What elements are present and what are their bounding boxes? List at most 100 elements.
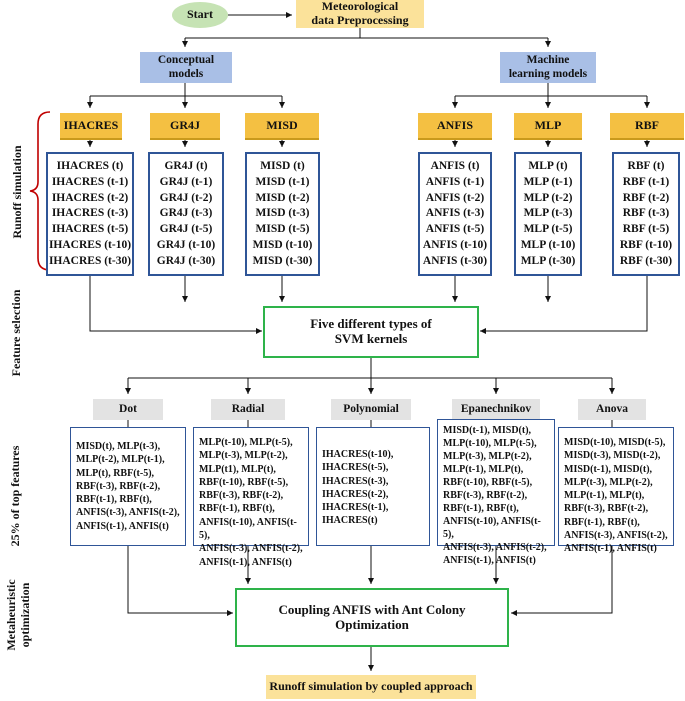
list-item: GR4J (t-2) [159, 191, 213, 204]
lag-list-ihacres: IHACRES (t) IHACRES (t-1) IHACRES (t-2) … [46, 152, 134, 276]
kernel-label-dot: Dot [93, 399, 163, 420]
features-polynomial: IHACRES(t-10), IHACRES(t-5), IHACRES(t-3… [316, 427, 430, 546]
feature-line: MLP(t-3), MLP(t-2), [564, 476, 653, 488]
feature-line: RBF(t-1), RBF(t), [443, 503, 519, 514]
lag-list-anfis: ANFIS (t) ANFIS (t-1) ANFIS (t-2) ANFIS … [418, 152, 492, 276]
kernel-label-polynomial: Polynomial [331, 399, 411, 420]
lag-list-gr4j: GR4J (t) GR4J (t-1) GR4J (t-2) GR4J (t-3… [148, 152, 224, 276]
list-item: IHACRES (t) [56, 160, 124, 172]
list-item: ANFIS (t-1) [425, 175, 485, 188]
list-item: GR4J (t-3) [159, 207, 213, 220]
list-item: IHACRES (t-1) [51, 175, 129, 188]
feature-line: MLP(t-3), MLP(t-2), [199, 450, 288, 462]
features-radial: MLP(t-10), MLP(t-5), MLP(t-3), MLP(t-2),… [193, 427, 309, 568]
feature-line: MISD(t-10), MISD(t-5), [564, 437, 666, 448]
final-runoff-node: Runoff simulation by coupled approach [266, 675, 476, 699]
feature-line: ANFIS(t-3), ANFIS(t-2), [443, 542, 547, 553]
feature-line: RBF(t-3), RBF(t-2), [443, 490, 528, 501]
feature-selection-label: Feature selection [9, 289, 23, 377]
list-item: MISD (t-1) [255, 175, 310, 188]
list-item: ANFIS (t-30) [422, 254, 488, 267]
feature-line: MLP(t-2), MLP(t-1), [76, 454, 165, 466]
list-item: RBF (t-3) [622, 207, 670, 220]
top-features-label: 25% of top features [8, 445, 22, 547]
feature-line: MLP(t-10), MLP(t-5), [199, 437, 293, 448]
feature-line: RBF(t-1), RBF(t), [199, 503, 275, 515]
model-header-rbf: RBF [610, 113, 684, 140]
feature-lines: MLP(t-10), MLP(t-5), MLP(t-3), MLP(t-2),… [199, 436, 303, 569]
feature-line: MLP(t), RBF(t-5), [76, 467, 155, 479]
svm-kernels-node: Five different types of SVM kernels [263, 306, 479, 358]
list-item: RBF (t-2) [622, 191, 670, 204]
list-item: IHACRES (t-3) [51, 207, 129, 220]
feature-line: RBF(t-1), RBF(t), [564, 516, 640, 528]
kernel-label-epanechnikov: Epanechnikov [452, 399, 540, 420]
feature-lines: MISD(t), MLP(t-3), MLP(t-2), MLP(t-1), M… [76, 440, 180, 533]
kernel-label-radial: Radial [211, 399, 285, 420]
list-item: RBF (t-1) [622, 175, 670, 188]
start-node: Start [172, 2, 228, 28]
list-item: MLP (t-10) [520, 238, 576, 251]
feature-line: RBF(t-3), RBF(t-2), [76, 480, 161, 492]
feature-line: RBF(t-3), RBF(t-2), [199, 490, 284, 502]
feature-line: IHACRES(t-3), [322, 475, 389, 487]
feature-line: MLP(t-1), MLP(t), [443, 464, 524, 475]
list-item: IHACRES (t-10) [48, 238, 132, 251]
features-anova: MISD(t-10), MISD(t-5), MISD(t-3), MISD(t… [558, 427, 674, 554]
meta-line2: optimization [18, 582, 33, 648]
list-item: RBF (t) [627, 160, 665, 172]
list-item: ANFIS (t-3) [425, 207, 485, 220]
model-header-mlp: MLP [514, 113, 582, 140]
list-item: MISD (t-3) [255, 207, 310, 220]
feature-line: MISD(t-3), MISD(t-2), [564, 450, 661, 462]
feature-line: MLP(t-3), MLP(t-2), [443, 451, 532, 462]
list-item: ANFIS (t) [430, 160, 480, 172]
feature-line: ANFIS(t-1), ANFIS(t) [443, 555, 536, 566]
list-item: MISD (t-10) [252, 238, 313, 251]
list-item: ANFIS (t-10) [422, 238, 488, 251]
lag-list-misd: MISD (t) MISD (t-1) MISD (t-2) MISD (t-3… [245, 152, 320, 276]
list-item: MISD (t-5) [255, 223, 310, 236]
feature-line: MLP(t1), MLP(t), [199, 463, 276, 475]
lag-list-mlp: MLP (t) MLP (t-1) MLP (t-2) MLP (t-3) ML… [514, 152, 582, 276]
list-item: RBF (t-30) [619, 254, 673, 267]
kernel-label-anova: Anova [578, 399, 646, 420]
feature-lines: IHACRES(t-10), IHACRES(t-5), IHACRES(t-3… [322, 448, 393, 528]
feature-line: MISD(t-1), MISD(t), [443, 425, 532, 436]
list-item: MISD (t-30) [252, 254, 313, 267]
feature-line: IHACRES(t-1), [322, 502, 389, 514]
list-item: MLP (t) [528, 160, 568, 172]
feature-line: ANFIS(t-3), ANFIS(t-2), [76, 507, 180, 519]
model-header-misd: MISD [245, 113, 319, 140]
list-item: MLP (t-3) [523, 207, 573, 220]
feature-line: ANFIS(t-1), ANFIS(t) [199, 556, 292, 568]
feature-lines: MISD(t-1), MISD(t), MLP(t-10), MLP(t-5),… [443, 424, 549, 567]
machine-learning-models-node: Machine learning models [500, 52, 596, 83]
list-item: RBF (t-10) [619, 238, 673, 251]
feature-line: RBF(t-10), RBF(t-5), [443, 477, 533, 488]
feature-line: ANFIS(t-10), ANFIS(t-5), [443, 516, 541, 540]
coupling-anfis-aco-node: Coupling ANFIS with Ant Colony Optimizat… [235, 588, 509, 647]
list-item: GR4J (t) [164, 160, 208, 172]
model-header-ihacres: IHACRES [60, 113, 122, 140]
feature-line: ANFIS(t-3), ANFIS(t-2), [199, 543, 303, 555]
feature-line: MISD(t-1), MISD(t), [564, 463, 653, 475]
feature-line: ANFIS(t-1), ANFIS(t) [564, 543, 657, 555]
feature-line: ANFIS(t-3), ANFIS(t-2), [564, 530, 668, 542]
feature-line: ANFIS(t-10), ANFIS(t-5), [199, 516, 297, 542]
metaheuristic-optimization-label: Metaheuristic optimization [4, 570, 36, 660]
feature-line: RBF(t-3), RBF(t-2), [564, 503, 649, 515]
feature-line: RBF(t-10), RBF(t-5), [199, 476, 289, 488]
list-item: RBF (t-5) [622, 223, 670, 236]
list-item: IHACRES (t-2) [51, 191, 129, 204]
list-item: GR4J (t-30) [156, 254, 216, 267]
list-item: MISD (t-2) [255, 191, 310, 204]
feature-line: IHACRES(t-5), [322, 462, 389, 474]
feature-line: IHACRES(t-10), [322, 449, 394, 460]
list-item: MISD (t) [260, 160, 305, 172]
features-dot: MISD(t), MLP(t-3), MLP(t-2), MLP(t-1), M… [70, 427, 186, 546]
list-item: MLP (t-2) [523, 191, 573, 204]
list-item: MLP (t-30) [520, 254, 576, 267]
list-item: GR4J (t-5) [159, 223, 213, 236]
